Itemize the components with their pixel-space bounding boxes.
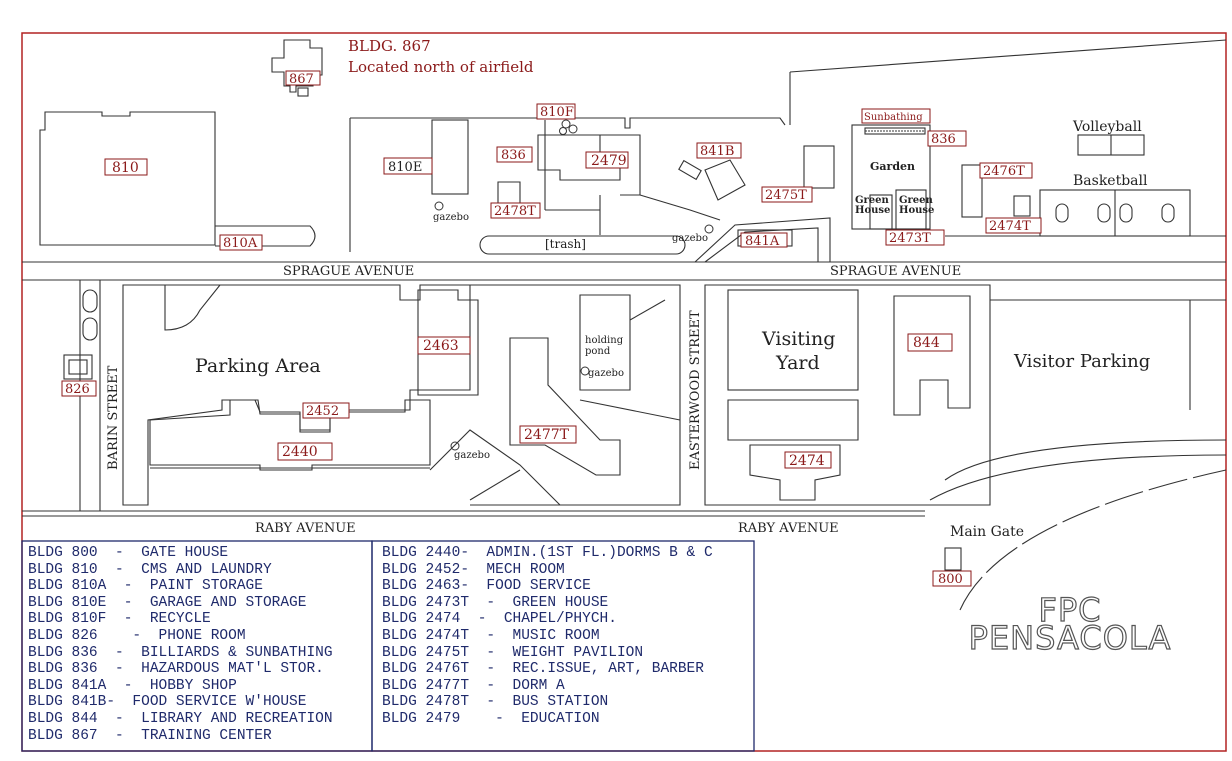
legend-entry: BLDG 810 - CMS AND LAUNDRY	[28, 561, 272, 578]
green-house-2-line2: House	[899, 205, 934, 216]
fpc-title-line2: PENSACOLA	[968, 619, 1172, 657]
visiting-yard	[727, 289, 859, 391]
easterwood-street-label: EASTERWOOD STREET	[688, 310, 703, 470]
gazebo-3-label: gazebo	[588, 368, 624, 379]
sunbathing-label: Sunbathing	[864, 112, 923, 123]
bldg-844-label: 844	[913, 335, 940, 351]
legend-entry: BLDG 800 - GATE HOUSE	[28, 545, 229, 561]
garden-label: Garden	[870, 160, 915, 173]
legend-entry: BLDG 844 - LIBRARY AND RECREATION	[28, 710, 333, 727]
visiting-yard-line2: Yard	[775, 352, 820, 374]
bldg-2474t-label: 2474T	[989, 219, 1031, 234]
bldg-810-shape	[39, 111, 216, 246]
bldg-2479-label: 2479	[591, 153, 627, 169]
bldg-800-label: 800	[938, 572, 963, 587]
bldg-2463-shape	[417, 289, 479, 396]
bldg-810a-label: 810A	[223, 236, 258, 251]
bldg-836-upper-label: 836	[501, 148, 526, 163]
bldg-2477t-label: 2477T	[524, 427, 570, 443]
holding-pond-line2: pond	[585, 346, 611, 357]
main-gate-label: Main Gate	[950, 524, 1024, 540]
bldg-2476t-label: 2476T	[983, 164, 1025, 179]
legend-right-box	[371, 540, 755, 752]
legend-entry: BLDG 841A - HOBBY SHOP	[28, 677, 237, 694]
bldg-2475t-label: 2475T	[765, 188, 807, 203]
gazebo-4-label: gazebo	[454, 450, 490, 461]
volleyball-label: Volleyball	[1072, 119, 1142, 135]
legend-entry: BLDG 2476T - REC.ISSUE, ART, BARBER	[382, 661, 704, 678]
raby-avenue-left-label: RABY AVENUE	[255, 521, 356, 536]
bldg-2440-shape	[149, 399, 431, 471]
bldg-810e-shape	[431, 119, 469, 195]
bldg-2474-shape	[749, 444, 841, 501]
legend-entry: BLDG 810A - PAINT STORAGE	[28, 578, 263, 595]
sprague-avenue-left-label: SPRAGUE AVENUE	[283, 264, 414, 279]
fpc-pensacola-title: FPC PENSACOLA	[945, 591, 1195, 657]
green-house-1-line1: Green	[855, 195, 890, 206]
legend-entry: BLDG 2474 - CHAPEL/PHYCH.	[382, 611, 617, 628]
raby-avenue-right-label: RABY AVENUE	[738, 521, 839, 536]
visitor-parking-label: Visitor Parking	[1013, 351, 1150, 372]
bldg-810-label: 810	[112, 160, 139, 176]
legend-entry: BLDG 2474T - MUSIC ROOM	[382, 627, 600, 644]
bldg-2473t-label: 2473T	[889, 231, 931, 246]
green-house-2-line1: Green	[899, 195, 934, 206]
bldg-826-label: 826	[65, 382, 90, 397]
bldg-800-shape	[944, 547, 962, 571]
bldg-2478t-label: 2478T	[494, 204, 536, 219]
legend-entry: BLDG 2479 - EDUCATION	[382, 710, 600, 727]
bldg-841b-label: 841B	[700, 144, 734, 159]
green-house-1-line2: House	[855, 205, 890, 216]
sprague-avenue-right-label: SPRAGUE AVENUE	[830, 264, 961, 279]
legend-entry: BLDG 836 - HAZARDOUS MAT'L STOR.	[28, 661, 324, 678]
legend-entry: BLDG 867 - TRAINING CENTER	[28, 727, 272, 744]
bldg-836-right-label: 836	[931, 132, 956, 147]
gazebo-1-label: gazebo	[433, 212, 469, 223]
bldg-841a-label: 841A	[745, 234, 780, 249]
bldg-2452-label: 2452	[306, 404, 339, 419]
trash-label: [trash]	[545, 237, 586, 251]
barin-street-label: BARIN STREET	[106, 365, 121, 470]
legend-entry: BLDG 2475T - WEIGHT PAVILION	[382, 644, 644, 661]
bldg-2474-label: 2474	[789, 453, 825, 469]
gazebo-2-label: gazebo	[672, 233, 708, 244]
visiting-yard-line1: Visiting	[761, 328, 835, 350]
legend-entry: BLDG 810F - RECYCLE	[28, 611, 211, 628]
map-subtitle: Located north of airfield	[348, 58, 534, 76]
parking-area-label: Parking Area	[195, 355, 321, 377]
bldg-2477t-shape	[509, 337, 621, 476]
legend-entry: BLDG 826 - PHONE ROOM	[28, 627, 246, 644]
legend-entry: BLDG 810E - GARAGE AND STORAGE	[28, 594, 307, 611]
legend-entry: BLDG 2440- ADMIN.(1ST FL.)DORMS B & C	[382, 545, 713, 561]
bldg-867-label: 867	[289, 72, 314, 87]
map-title: BLDG. 867	[348, 37, 431, 55]
bldg-844-shape	[893, 295, 971, 416]
bldg-2463-label: 2463	[423, 338, 459, 354]
legend-entry: BLDG 836 - BILLIARDS & SUNBATHING	[28, 644, 333, 661]
bldg-867-shape	[271, 39, 323, 93]
legend-entry: BLDG 2478T - BUS STATION	[382, 694, 609, 711]
basketball-label: Basketball	[1073, 173, 1148, 189]
legend-entry: BLDG 841B- FOOD SERVICE W'HOUSE	[28, 694, 307, 711]
bldg-810f-label: 810F	[540, 105, 574, 120]
bldg-2440-label: 2440	[282, 444, 318, 460]
legend-entry: BLDG 2477T - DORM A	[382, 677, 565, 694]
legend-entry: BLDG 2452- MECH ROOM	[382, 561, 565, 578]
fpc-title-line1: FPC	[1038, 591, 1102, 629]
legend-entry: BLDG 2463- FOOD SERVICE	[382, 578, 591, 595]
holding-pond-line1: holding	[585, 335, 624, 346]
legend-entry: BLDG 2473T - GREEN HOUSE	[382, 594, 609, 611]
bldg-810e-label: 810E	[388, 160, 422, 175]
